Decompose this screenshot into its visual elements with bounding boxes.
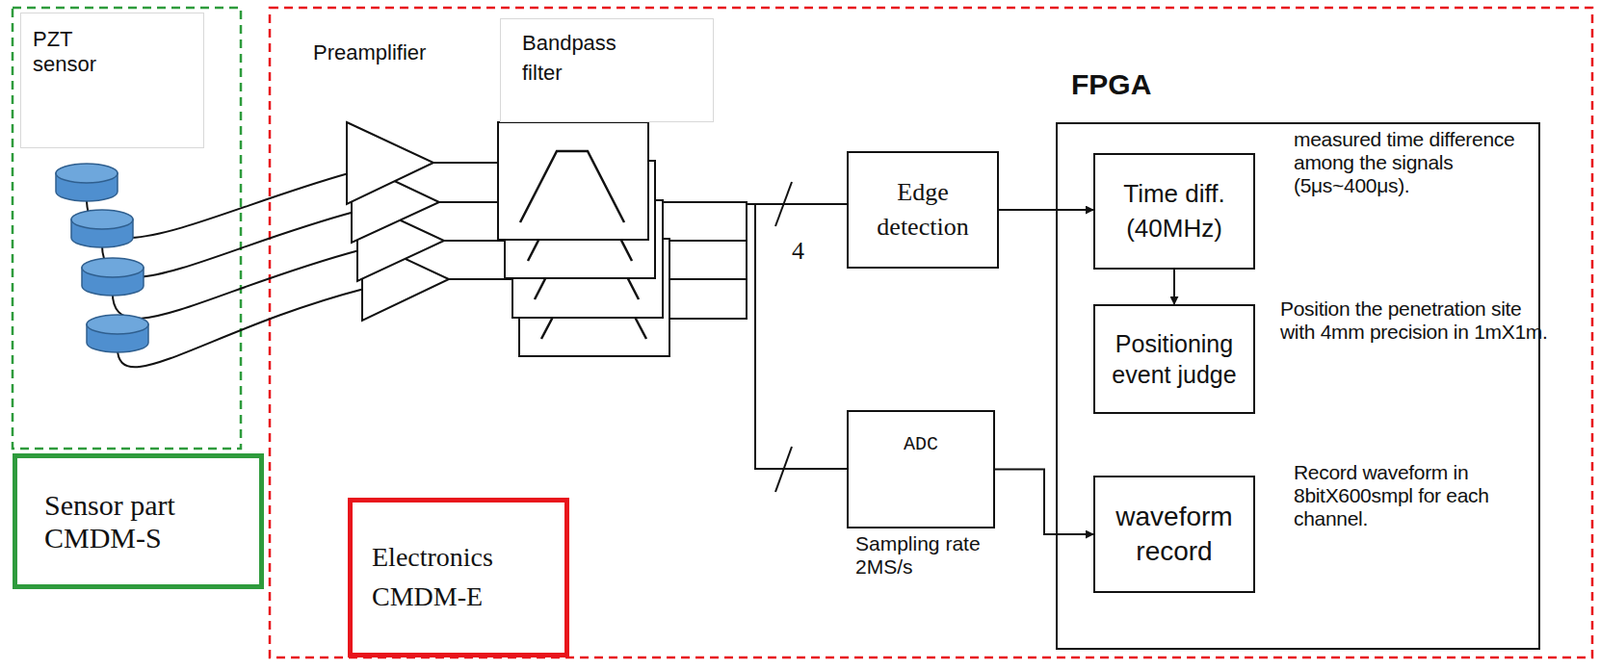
bus-width: 4: [791, 236, 805, 266]
bandpass-filter: [498, 122, 649, 240]
bus-slash: [775, 446, 792, 493]
box-label: Sensor part CMDM-S: [44, 489, 228, 555]
box-label: PZT sensor: [32, 26, 120, 78]
pzt-disk: [55, 163, 118, 202]
box-label: Bandpass filter: [522, 28, 648, 89]
box-label: Electronics CMDM-E: [371, 538, 541, 617]
box-label: waveform record: [1101, 499, 1248, 571]
signal-wire: [648, 202, 756, 205]
arrow-connector: [998, 209, 1094, 211]
box-label: Time diff. (40MHz): [1101, 177, 1248, 245]
signal-wire: [655, 204, 756, 241]
pzt-disk: [86, 314, 149, 353]
process-box: ADC: [846, 410, 996, 529]
box-label: ADC: [903, 433, 939, 456]
part-box: Electronics CMDM-E: [347, 498, 570, 658]
process-box: waveform record: [1093, 475, 1256, 594]
arrow-connector: [1173, 269, 1176, 305]
note: measured time difference among the signa…: [1293, 128, 1562, 198]
note: Position the penetration site with 4mm p…: [1280, 297, 1558, 344]
arrow-connector: [995, 470, 1094, 536]
pzt-disk: [81, 258, 144, 296]
sensor-region: [12, 7, 241, 449]
pzt-disk: [71, 209, 133, 248]
signal-wire: [433, 161, 499, 164]
box-label: Edge detection: [854, 175, 992, 246]
note: Record waveform in 8bitX600smpl for each…: [1293, 461, 1562, 531]
sensor-wire: [117, 288, 365, 368]
bus-wire: [755, 203, 847, 206]
bus-slash: [775, 182, 792, 227]
part-name: Preamplifier: [313, 40, 426, 65]
label-box: PZT sensor: [20, 12, 205, 149]
electronics-region: [269, 7, 1593, 658]
fpga-box: FPGATime diff. (40MHz)Positioning event …: [1055, 122, 1541, 651]
process-box: Edge detection: [846, 151, 999, 269]
bus-wire: [755, 204, 847, 470]
process-box: Positioning event judge: [1093, 304, 1256, 415]
part-box: Sensor part CMDM-S: [12, 453, 264, 590]
note: Sampling rate 2MS/s: [855, 532, 994, 579]
preamplifier-symbol: [346, 122, 434, 205]
label-box: Bandpass filter: [499, 18, 714, 123]
box-label: Positioning event judge: [1101, 328, 1248, 392]
signal-wire: [439, 201, 505, 204]
signal-wire: [669, 204, 756, 319]
signal-wire: [661, 204, 756, 280]
sensor-wire: [112, 250, 360, 319]
group-heading: FPGA: [1071, 68, 1152, 102]
process-box: Time diff. (40MHz): [1093, 153, 1256, 270]
